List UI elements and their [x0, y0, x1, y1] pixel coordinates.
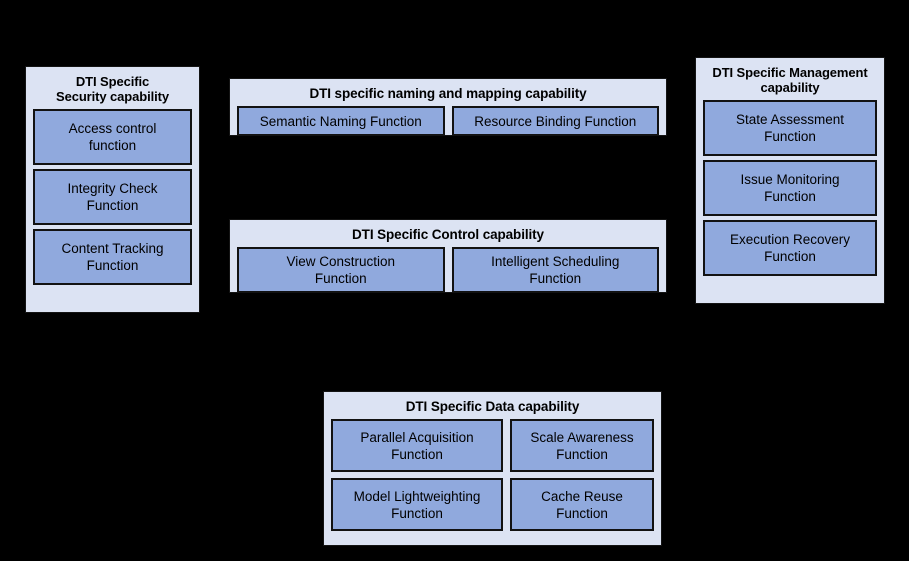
control-function-list: View Construction Function Intelligent S… [230, 247, 666, 300]
function-issue-monitoring[interactable]: Issue Monitoring Function [703, 160, 877, 216]
function-cache-reuse-line1: Cache Reuse [541, 488, 623, 504]
function-scale-awareness-label: Scale Awareness Function [530, 429, 633, 463]
function-scale-awareness[interactable]: Scale Awareness Function [510, 419, 654, 472]
function-execution-recovery-line1: Execution Recovery [729, 232, 851, 247]
function-parallel-acquisition-line1: Parallel Acquisition [360, 429, 474, 445]
function-scale-awareness-line2: Function [556, 446, 608, 462]
function-semantic-naming[interactable]: Semantic Naming Function [237, 106, 445, 136]
data-function-row-1: Parallel Acquisition Function Scale Awar… [331, 419, 654, 472]
function-issue-monitoring-label: Issue Monitoring Function [740, 171, 839, 205]
panel-data-capability[interactable]: DTI Specific Data capability Parallel Ac… [323, 391, 662, 546]
panel-management-capability[interactable]: DTI Specific Management capability State… [695, 57, 885, 304]
function-execution-recovery[interactable]: Execution Recovery Function [703, 220, 877, 276]
function-access-control[interactable]: Access control function [33, 109, 192, 165]
function-execution-recovery-label: Execution Recovery Function [730, 231, 850, 265]
function-issue-monitoring-line1: Issue Monitoring [740, 172, 840, 187]
function-integrity-check[interactable]: Integrity Check Function [33, 169, 192, 225]
panel-management-title: DTI Specific Management capability [696, 58, 884, 100]
function-resource-binding[interactable]: Resource Binding Function [451, 106, 659, 136]
function-content-tracking-line1: Content Tracking [61, 241, 164, 256]
function-model-lightweighting-label: Model Lightweighting Function [354, 488, 481, 522]
panel-naming-mapping-capability[interactable]: DTI specific naming and mapping capabili… [229, 78, 667, 136]
function-cache-reuse[interactable]: Cache Reuse Function [510, 478, 654, 531]
function-execution-recovery-line2: Function [764, 249, 816, 264]
function-content-tracking-label: Content Tracking Function [61, 240, 163, 274]
panel-security-title-line1: DTI Specific [75, 74, 150, 89]
function-state-assessment-line1: State Assessment [735, 112, 845, 127]
naming-function-list: Semantic Naming Function Resource Bindin… [230, 106, 666, 143]
data-function-list: Parallel Acquisition Function Scale Awar… [324, 419, 661, 539]
function-cache-reuse-line2: Function [556, 505, 608, 521]
function-view-construction[interactable]: View Construction Function [237, 247, 445, 293]
function-model-lightweighting-line1: Model Lightweighting [353, 488, 481, 504]
function-scale-awareness-line1: Scale Awareness [530, 429, 634, 445]
function-state-assessment[interactable]: State Assessment Function [703, 100, 877, 156]
panel-control-title: DTI Specific Control capability [352, 227, 544, 242]
function-view-construction-line2: Function [314, 271, 367, 286]
function-model-lightweighting[interactable]: Model Lightweighting Function [331, 478, 503, 531]
function-integrity-check-line1: Integrity Check [67, 181, 158, 196]
function-view-construction-line1: View Construction [286, 254, 396, 269]
panel-data-title: DTI Specific Data capability [405, 399, 580, 414]
function-model-lightweighting-line2: Function [391, 505, 443, 521]
panel-naming-title: DTI specific naming and mapping capabili… [309, 86, 587, 101]
function-state-assessment-line2: Function [764, 129, 816, 144]
panel-management-title-line2: capability [760, 80, 820, 95]
security-function-list: Access control function Integrity Check … [26, 109, 199, 292]
function-parallel-acquisition-line2: Function [391, 446, 443, 462]
data-function-row-2: Model Lightweighting Function Cache Reus… [331, 478, 654, 531]
panel-security-title-line2: Security capability [56, 89, 169, 104]
function-access-control-line1: Access control [68, 121, 157, 136]
function-intelligent-scheduling[interactable]: Intelligent Scheduling Function [451, 247, 659, 293]
function-integrity-check-line2: Function [86, 198, 139, 213]
function-parallel-acquisition-label: Parallel Acquisition Function [360, 429, 473, 463]
function-intelligent-scheduling-label: Intelligent Scheduling Function [491, 253, 619, 287]
function-state-assessment-label: State Assessment Function [736, 111, 844, 145]
function-integrity-check-label: Integrity Check Function [67, 180, 157, 214]
panel-control-capability[interactable]: DTI Specific Control capability View Con… [229, 219, 667, 293]
function-intelligent-scheduling-line1: Intelligent Scheduling [491, 254, 620, 269]
management-function-list: State Assessment Function Issue Monitori… [696, 100, 884, 283]
function-access-control-label: Access control function [69, 120, 157, 154]
panel-security-capability[interactable]: DTI Specific Security capability Access … [25, 66, 200, 313]
function-cache-reuse-label: Cache Reuse Function [541, 488, 623, 522]
function-intelligent-scheduling-line2: Function [529, 271, 582, 286]
panel-management-title-line1: DTI Specific Management [712, 65, 868, 80]
function-content-tracking-line2: Function [86, 258, 139, 273]
function-view-construction-label: View Construction Function [286, 253, 395, 287]
function-parallel-acquisition[interactable]: Parallel Acquisition Function [331, 419, 503, 472]
panel-security-title: DTI Specific Security capability [26, 67, 199, 109]
function-content-tracking[interactable]: Content Tracking Function [33, 229, 192, 285]
function-issue-monitoring-line2: Function [764, 189, 816, 204]
function-access-control-line2: function [88, 138, 137, 153]
